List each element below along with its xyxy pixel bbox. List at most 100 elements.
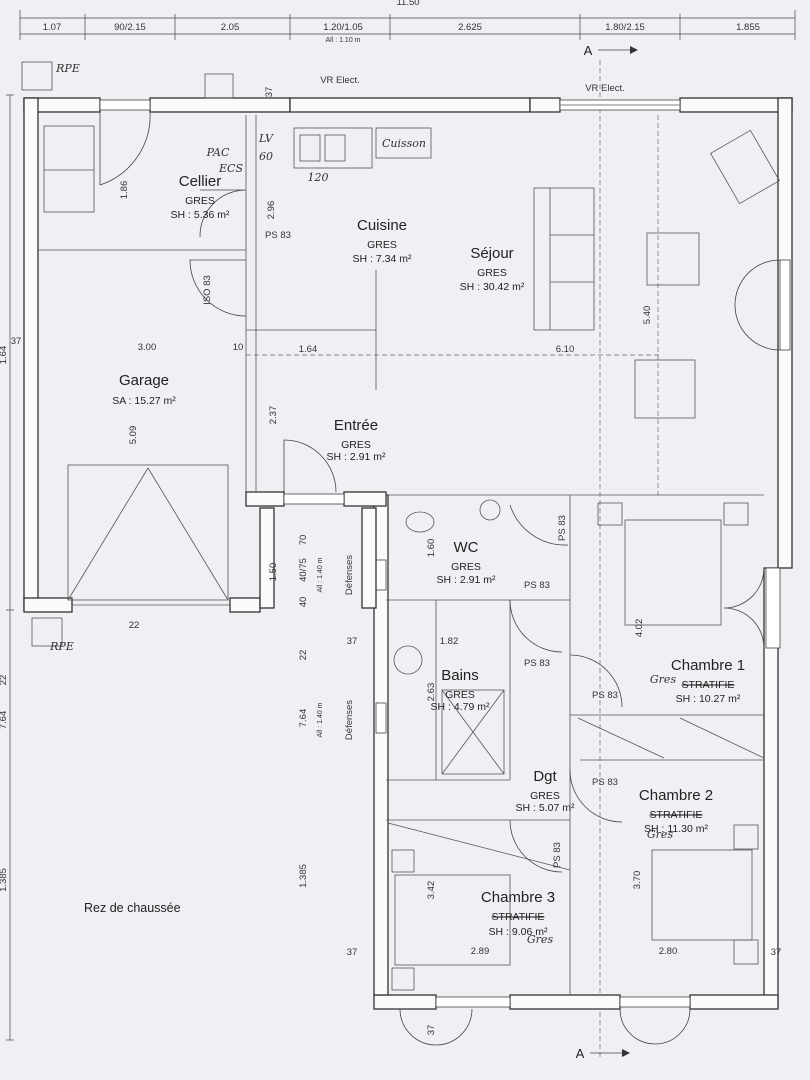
top-dim-3: 2.05 xyxy=(221,22,240,33)
interior-partitions xyxy=(38,115,764,995)
svg-text:37: 37 xyxy=(264,87,275,98)
top-dim-4-sub: All : 1.10 m xyxy=(325,37,360,44)
svg-text:60: 60 xyxy=(259,150,273,163)
washer-dryer xyxy=(43,125,95,213)
wall-porch-right xyxy=(361,507,377,609)
svg-text:120: 120 xyxy=(308,171,329,184)
svg-text:SH : 10.27 m²: SH : 10.27 m² xyxy=(676,693,741,705)
room-wc: WC GRES SH : 2.91 m² xyxy=(437,539,496,586)
elec-label-2: VR Elect. xyxy=(585,83,625,94)
top-dim-7: 1.855 xyxy=(736,22,760,33)
svg-text:70: 70 xyxy=(298,535,309,546)
room-entree: Entrée GRES SH : 2.91 m² xyxy=(327,417,386,463)
toilet xyxy=(405,511,435,533)
overall-dimension: 11.50 xyxy=(396,0,419,8)
svg-text:LV: LV xyxy=(258,132,274,145)
svg-text:Entrée: Entrée xyxy=(334,417,378,434)
svg-text:Gres: Gres xyxy=(527,933,554,946)
sofa xyxy=(533,187,595,331)
door-label-chambre3: PS 83 xyxy=(552,842,563,868)
svg-text:7.64: 7.64 xyxy=(298,709,309,728)
svg-text:GRES: GRES xyxy=(341,439,371,451)
room-labels: Cellier GRES SH : 5.36 m² Cuisine GRES S… xyxy=(112,173,745,938)
svg-text:SH : 5.36 m²: SH : 5.36 m² xyxy=(171,209,230,221)
top-dim-6: 1.80/2.15 xyxy=(605,22,645,33)
room-garage: Garage SA : 15.27 m² xyxy=(112,372,176,407)
hob xyxy=(375,127,432,159)
svg-text:22: 22 xyxy=(298,650,309,661)
top-dim-4: 1.20/1.05 xyxy=(323,22,363,33)
svg-text:ECS: ECS xyxy=(218,162,243,175)
svg-text:2.89: 2.89 xyxy=(471,946,490,957)
room-chambre2: Chambre 2 STRATIFIE SH : 11.30 m² xyxy=(639,787,713,835)
door-label-bains: PS 83 xyxy=(524,658,550,669)
wall-top-4 xyxy=(529,97,561,113)
top-dim-5: 2.625 xyxy=(458,22,482,33)
shower xyxy=(441,689,505,775)
door-cellier-ext xyxy=(99,111,151,186)
svg-text:Chambre 3: Chambre 3 xyxy=(481,889,555,906)
svg-text:PAC: PAC xyxy=(206,146,230,159)
interior-dimension-labels: 1.86 2.96 3.00 10 6.10 5.09 2.37 5.40 1.… xyxy=(119,87,781,1036)
room-bains: Bains GRES SH : 4.79 m² xyxy=(431,667,490,713)
door-label-chambre1: PS 83 xyxy=(592,690,618,701)
svg-text:SH : 30.42 m²: SH : 30.42 m² xyxy=(460,281,525,293)
svg-text:WC: WC xyxy=(454,539,479,556)
svg-text:All : 1.40 m: All : 1.40 m xyxy=(317,702,324,737)
top-dim-1: 1.07 xyxy=(43,22,62,33)
bed-chambre1 xyxy=(624,519,722,626)
svg-text:GRES: GRES xyxy=(530,790,560,802)
door-chambre1 xyxy=(569,654,623,708)
top-dimension-chain: 11.50 1.07 90/2.15 2.05 1.20/1.05 All : … xyxy=(19,0,796,44)
wall-bottom-3 xyxy=(689,994,779,1010)
svg-text:3.70: 3.70 xyxy=(632,871,643,890)
door-label-cellier: PS 83 xyxy=(265,230,291,241)
svg-text:STRATIFIE: STRATIFIE xyxy=(650,809,703,821)
room-cuisine: Cuisine GRES SH : 7.34 m² xyxy=(353,217,412,265)
svg-text:Cuisson: Cuisson xyxy=(382,137,426,150)
svg-text:GRES: GRES xyxy=(367,239,397,251)
svg-text:Chambre 2: Chambre 2 xyxy=(639,787,713,804)
svg-text:40: 40 xyxy=(298,597,309,608)
svg-text:1.385: 1.385 xyxy=(298,864,309,888)
drawing-title: Rez de chaussée xyxy=(84,901,181,915)
svg-text:Gres: Gres xyxy=(647,828,674,841)
wall-garage-bottom-2 xyxy=(229,597,261,613)
svg-text:5.09: 5.09 xyxy=(128,426,139,445)
bed-chambre2 xyxy=(651,849,753,941)
dim-left-4075: 7.64 xyxy=(0,711,9,730)
section-label-top: A xyxy=(584,43,593,58)
svg-text:GRES: GRES xyxy=(445,689,475,701)
svg-text:Séjour: Séjour xyxy=(470,245,513,262)
svg-text:1.86: 1.86 xyxy=(119,181,130,200)
door-cellier xyxy=(199,189,247,238)
svg-text:Bains: Bains xyxy=(441,667,479,684)
sink xyxy=(293,127,373,169)
svg-text:Garage: Garage xyxy=(119,372,169,389)
wall-top-5 xyxy=(679,97,793,113)
window-ch1 xyxy=(723,567,765,649)
pac-unit xyxy=(204,73,234,99)
door-wc xyxy=(509,504,569,546)
svg-text:SH : 2.91 m²: SH : 2.91 m² xyxy=(437,574,496,586)
room-cellier: Cellier GRES SH : 5.36 m² xyxy=(171,173,230,221)
left-dimension-chain: 1.64 22 7.64 1.385 37 xyxy=(0,94,22,1041)
svg-text:Chambre 1: Chambre 1 xyxy=(671,657,745,674)
dim-left-total: 1.64 xyxy=(0,346,9,365)
wall-bottom-2 xyxy=(509,994,621,1010)
wc-basin xyxy=(479,499,501,521)
svg-text:All : 1.40 m: All : 1.40 m xyxy=(317,557,324,592)
svg-text:22: 22 xyxy=(129,620,140,631)
bed-chambre3 xyxy=(394,874,511,966)
door-chambre2 xyxy=(569,769,623,823)
door-garage xyxy=(189,259,247,317)
svg-text:6.10: 6.10 xyxy=(556,344,575,355)
svg-text:37: 37 xyxy=(347,947,358,958)
dim-left-22: 37 xyxy=(11,336,22,347)
svg-text:SH : 2.91 m²: SH : 2.91 m² xyxy=(327,451,386,463)
svg-text:STRATIFIE: STRATIFIE xyxy=(682,679,735,691)
svg-text:37: 37 xyxy=(347,636,358,647)
tv-unit xyxy=(710,129,780,205)
svg-text:GRES: GRES xyxy=(451,561,481,573)
bath-basin xyxy=(393,645,423,675)
